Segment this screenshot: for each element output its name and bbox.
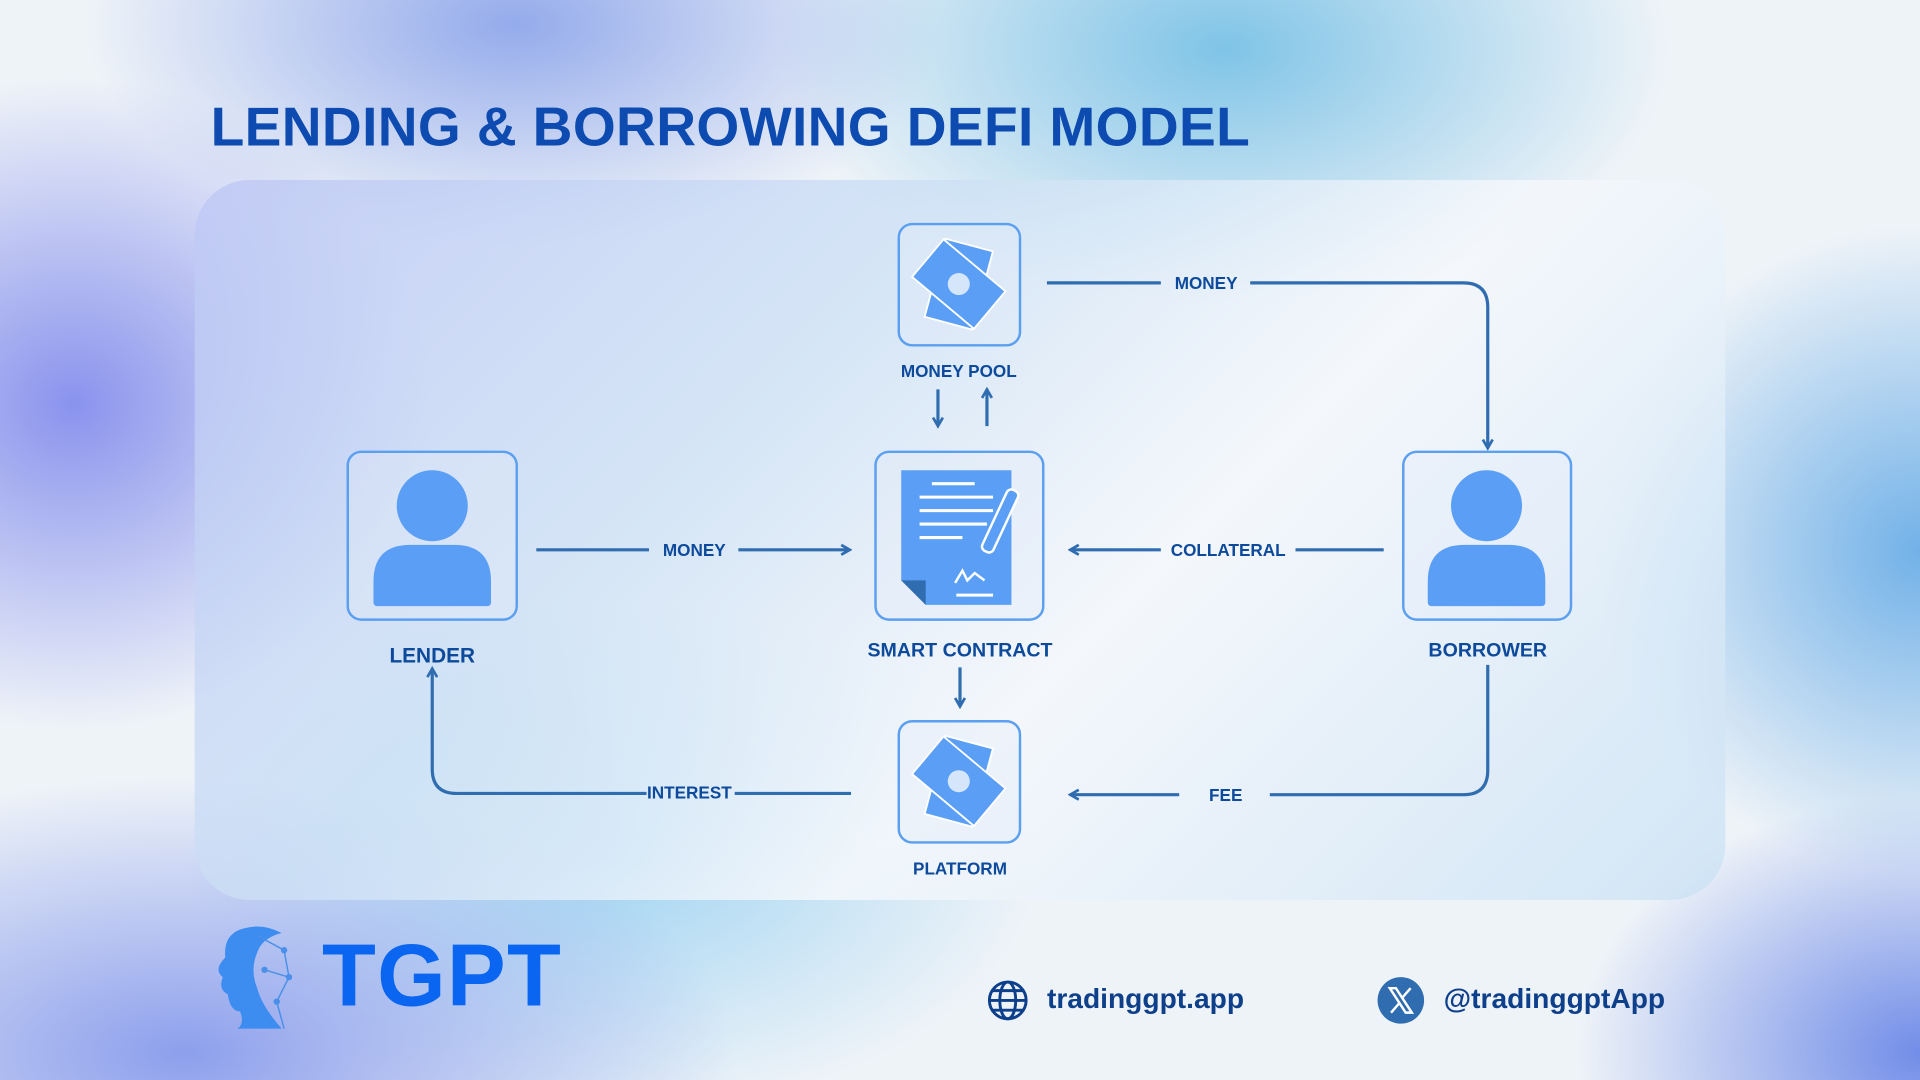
x-logo-icon <box>1377 977 1425 1024</box>
page-title: LENDING & BORROWING DEFI MODEL <box>210 95 1251 158</box>
brain-head-logo <box>218 926 293 1029</box>
globe-icon <box>987 980 1028 1021</box>
contract-icon <box>901 470 1020 605</box>
flow-label-lender-money: MONEY <box>662 540 726 560</box>
platform-node <box>897 720 1022 844</box>
brand-name: TGPT <box>322 926 563 1025</box>
flow-label-interest: INTEREST <box>646 782 732 803</box>
money-pool-label: MONEY POOL <box>900 361 1017 381</box>
flow-label-collateral: COLLATERAL <box>1170 540 1286 560</box>
person-icon <box>373 470 492 607</box>
pool-money-arrow <box>1250 281 1488 448</box>
money-icon <box>910 237 1007 331</box>
platform-label: PLATFORM <box>913 858 1007 878</box>
lender-label: LENDER <box>389 644 476 668</box>
flow-label-pool-money: MONEY <box>1174 273 1238 293</box>
smart-contract-label: SMART CONTRACT <box>867 640 1053 662</box>
interest-arrow <box>432 669 647 796</box>
borrower-label: BORROWER <box>1428 640 1548 662</box>
lender-node <box>346 450 518 621</box>
money-pool-node <box>897 222 1022 347</box>
person-icon <box>1427 470 1546 607</box>
website-link[interactable]: tradinggpt.app <box>1046 982 1245 1014</box>
smart-contract-node <box>874 450 1045 621</box>
twitter-handle-link[interactable]: @tradinggptApp <box>1443 982 1666 1014</box>
borrower-node <box>1402 450 1573 621</box>
money-icon <box>910 734 1007 828</box>
flow-label-fee: FEE <box>1209 784 1243 805</box>
